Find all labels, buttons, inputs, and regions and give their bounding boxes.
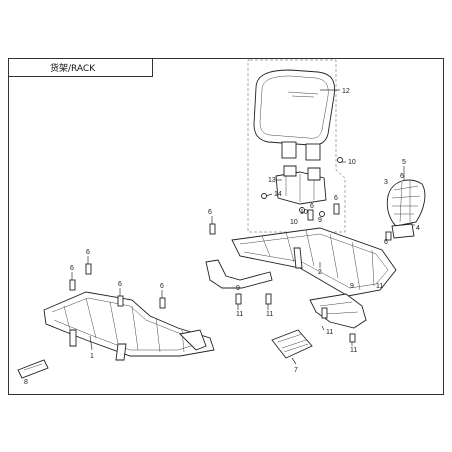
badge-part: [17, 359, 49, 379]
leader-lines: [71, 89, 415, 365]
callout-11-low: 11: [350, 347, 357, 354]
callout-12: 12: [342, 88, 350, 95]
callout-9-right: 9: [350, 283, 354, 290]
diagram-frame: [8, 58, 444, 395]
callout-labels: 12 10 13 14 10 10 9 6 6 5 6 3 4 6 6 2 6 …: [24, 88, 420, 386]
pad-part: [271, 329, 313, 359]
callout-6-front-d: 6: [160, 283, 164, 290]
callout-10-low: 10: [290, 219, 298, 226]
callout-6-front-c: 6: [118, 281, 122, 288]
callout-1: 1: [90, 353, 94, 360]
callout-13: 13: [268, 177, 276, 184]
callout-11-far: 11: [376, 283, 383, 290]
callout-6-bracket-2: 6: [310, 203, 314, 210]
callout-3: 3: [384, 179, 388, 186]
callout-7: 7: [294, 367, 298, 374]
rear-rack-frame: [205, 227, 397, 329]
callout-6-basket: 6: [400, 173, 404, 180]
callout-11-left: 11: [236, 311, 243, 318]
basket-part: [386, 179, 426, 239]
callout-6-front-b: 6: [70, 265, 74, 272]
front-rack-frame: [43, 291, 215, 361]
callout-11-mid: 11: [266, 311, 273, 318]
callout-2: 2: [318, 269, 322, 276]
fastener-group: [69, 203, 392, 343]
callout-9-left: 9: [236, 285, 240, 292]
callout-6-rear: 6: [208, 209, 212, 216]
callout-8: 8: [24, 379, 28, 386]
bracket-part: [275, 165, 327, 205]
callout-6-front-a: 6: [86, 249, 90, 256]
callout-10-mid: 10: [300, 209, 308, 216]
callout-4: 4: [416, 225, 420, 232]
callout-14: 14: [274, 191, 282, 198]
title-box: [8, 58, 153, 77]
callout-11-right: 11: [326, 329, 333, 336]
backrest-part: [253, 69, 335, 161]
backrest-group-box: [247, 59, 346, 233]
callout-6-right: 6: [384, 239, 388, 246]
diagram-title: 货架/RACK: [50, 64, 96, 74]
callout-6-bracket: 6: [334, 195, 338, 202]
callout-9-top: 9: [318, 217, 322, 224]
callout-5: 5: [402, 159, 406, 166]
callout-10-top: 10: [348, 159, 356, 166]
